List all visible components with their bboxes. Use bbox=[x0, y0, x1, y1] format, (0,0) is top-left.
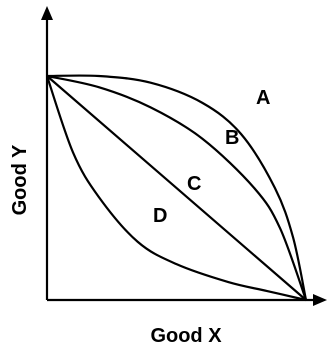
curve-label-a: A bbox=[256, 87, 270, 109]
curve-c bbox=[46, 75, 307, 301]
x-axis-arrow-icon bbox=[313, 294, 327, 306]
curve-label-c: C bbox=[187, 173, 201, 195]
y-axis-label: Good Y bbox=[9, 144, 31, 215]
curve-a bbox=[46, 74, 308, 301]
curve-label-d: D bbox=[153, 205, 167, 227]
curve-b bbox=[46, 74, 308, 301]
curve-label-b: B bbox=[225, 127, 239, 149]
curve-d bbox=[45, 75, 307, 302]
y-axis-arrow-icon bbox=[41, 6, 53, 20]
x-axis-label: Good X bbox=[150, 325, 222, 347]
